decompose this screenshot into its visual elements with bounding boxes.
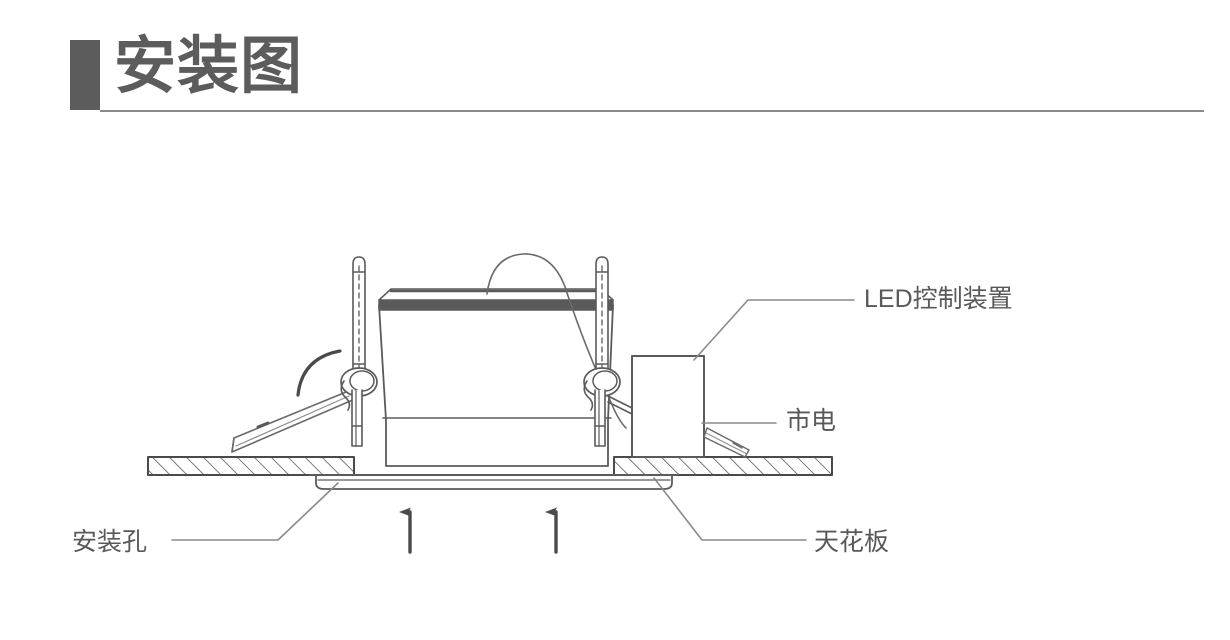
header-divider <box>100 110 1204 112</box>
callout-label-mains: 市电 <box>786 407 837 435</box>
mains-cable <box>703 427 750 458</box>
spring-arm-deployed <box>231 389 356 453</box>
leader-mount-hole <box>171 482 339 541</box>
rotation-arc-icon <box>296 349 342 397</box>
fixture-wire <box>486 253 627 429</box>
callout-label-ceiling: 天花板 <box>814 528 890 556</box>
ceiling-slab <box>147 456 833 476</box>
callout-label-led-driver: LED控制装置 <box>864 285 1013 313</box>
trim-ring <box>309 474 679 490</box>
page-header: 安装图 <box>0 0 1230 130</box>
leader-ceiling <box>653 477 807 541</box>
driver-input-wire <box>607 395 633 415</box>
fixture-housing <box>378 288 614 467</box>
page-title: 安装图 <box>114 32 304 101</box>
leader-led-driver <box>693 299 855 361</box>
driver-box <box>631 355 705 458</box>
spring-clip-right <box>583 256 621 447</box>
callout-label-mount-hole: 安装孔 <box>72 528 148 556</box>
spring-clip-left <box>340 256 378 447</box>
title-accent-bar <box>70 40 100 110</box>
